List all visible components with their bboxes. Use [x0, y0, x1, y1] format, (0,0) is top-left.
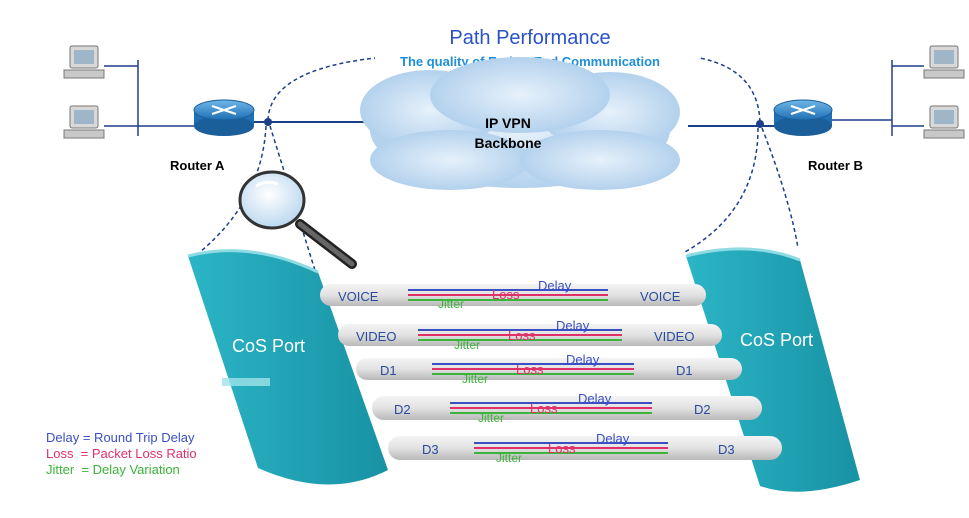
class-label-left: D2 — [394, 402, 411, 417]
metric-jitter: Jitter — [478, 411, 504, 425]
cos-port-right — [685, 247, 860, 492]
router-a-label: Router A — [170, 158, 225, 173]
legend-jitter: Jitter = Delay Variation — [46, 462, 180, 477]
cloud-icon — [360, 57, 680, 190]
connection-point-b — [756, 120, 764, 128]
class-row-voice — [320, 284, 706, 306]
metric-jitter: Jitter — [462, 372, 488, 386]
legend: Delay = Round Trip Delay Loss = Packet L… — [46, 430, 197, 477]
connection-point-a — [264, 118, 272, 126]
class-label-left: D3 — [422, 442, 439, 457]
metric-loss: Loss — [508, 328, 536, 343]
metric-loss: Loss — [516, 362, 544, 377]
class-label-right: D2 — [694, 402, 711, 417]
cos-port-right-label: CoS Port — [740, 330, 813, 350]
computer-icon — [923, 45, 965, 79]
class-row-d1 — [356, 358, 742, 380]
metric-delay: Delay — [578, 391, 612, 406]
class-row-d3 — [388, 436, 782, 460]
metric-delay: Delay — [566, 352, 600, 367]
dashed-arc-left-top — [267, 57, 376, 121]
backbone-label-line2: Backbone — [475, 135, 542, 151]
class-label-left: VIDEO — [356, 329, 396, 344]
router-icon — [193, 99, 255, 136]
metric-delay: Delay — [596, 431, 630, 446]
diagram-title: Path Performance — [449, 27, 610, 49]
legend-delay: Delay = Round Trip Delay — [46, 430, 195, 445]
metric-jitter: Jitter — [454, 338, 480, 352]
computer-icon — [63, 105, 105, 139]
legend-loss: Loss = Packet Loss Ratio — [46, 446, 197, 461]
computer-icon — [923, 105, 965, 139]
class-row-d2 — [372, 396, 762, 420]
dashed-arc-right-top — [699, 57, 761, 123]
class-label-right: VOICE — [640, 289, 681, 304]
metric-jitter: Jitter — [438, 297, 464, 311]
computer-icon — [63, 45, 105, 79]
metric-delay: Delay — [556, 318, 590, 333]
router-icon — [773, 99, 833, 136]
cos-port-left — [187, 249, 388, 485]
metric-loss: Loss — [492, 287, 520, 302]
class-label-right: D3 — [718, 442, 735, 457]
class-label-left: D1 — [380, 363, 397, 378]
class-label-right: VIDEO — [654, 329, 694, 344]
class-label-right: D1 — [676, 363, 693, 378]
metric-loss: Loss — [548, 441, 576, 456]
metric-delay: Delay — [538, 278, 572, 293]
metric-jitter: Jitter — [496, 451, 522, 465]
dashed-zoom-right-1 — [684, 127, 759, 253]
router-b-label: Router B — [808, 158, 863, 173]
cos-port-left-label: CoS Port — [232, 336, 305, 356]
class-row-video — [338, 324, 722, 346]
backbone-label-line1: IP VPN — [485, 115, 531, 131]
magnifier-icon — [238, 170, 357, 269]
dashed-zoom-right-2 — [761, 127, 799, 249]
class-label-left: VOICE — [338, 289, 379, 304]
metric-loss: Loss — [530, 401, 558, 416]
